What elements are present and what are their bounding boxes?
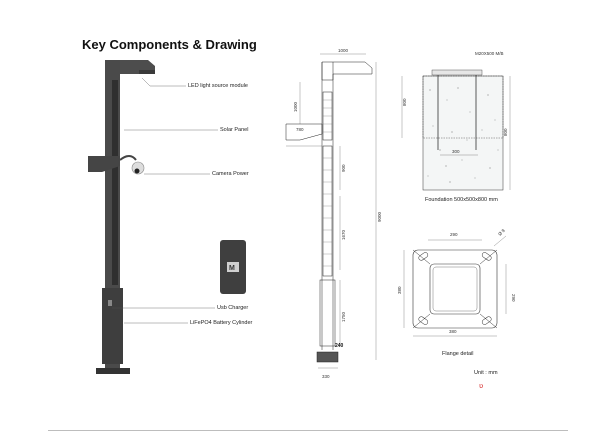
dim-total-height: 9000 (377, 211, 382, 222)
elev-dim-lines (286, 53, 377, 369)
foundation-drawing (401, 69, 511, 191)
dim-panel-lower: 1670 (341, 229, 346, 240)
foundation-depth2: 800 (503, 128, 508, 136)
usb-port (108, 300, 112, 306)
foundation-upper (422, 75, 504, 139)
page-title: Key Components & Drawing (82, 37, 257, 52)
callout-line-led (141, 77, 186, 87)
flange-right: 290 (511, 294, 516, 302)
flange-inner (429, 263, 481, 315)
flange-top: 290 (450, 232, 458, 237)
callout-usb: Usb Charger (217, 305, 249, 311)
flange-drawing (403, 235, 507, 337)
camera-bracket (88, 156, 120, 172)
camera-arm (119, 155, 137, 161)
concrete-speckles (427, 87, 499, 183)
base-plate (96, 368, 130, 374)
elev-top-arm (321, 61, 373, 81)
foundation-bolt-label: M20X500 M/B (475, 51, 504, 56)
unit-label: Unit : mm (474, 370, 498, 376)
red-mark: ʋ (479, 382, 484, 390)
elev-base-plate (316, 351, 339, 363)
foundation-width: 300 (452, 149, 460, 154)
elev-panel-lower (322, 145, 333, 277)
flange-dim-lines (403, 235, 507, 337)
callout-battery: LiFePO4 Battery Cylinder (190, 320, 253, 326)
solar-panel-strip (112, 80, 118, 285)
dim-base-width-b: 330 (322, 374, 330, 379)
controller-box: M (220, 240, 246, 294)
flange-outer (412, 249, 498, 329)
dim-base-width-a: 240 (335, 343, 344, 349)
foundation-depth: 800 (402, 98, 407, 106)
flange-hole: Ø 8 (497, 228, 506, 237)
flange-inner2 (432, 266, 478, 312)
flange-left: 380 (397, 286, 402, 294)
elev-panel-grid (323, 99, 332, 267)
footer-divider (48, 430, 568, 431)
callout-solar: Solar Panel (220, 127, 249, 133)
pole-base (102, 288, 123, 364)
elevation-drawing (285, 61, 373, 363)
dim-panel-upper: 900 (341, 164, 346, 172)
led-module (139, 70, 155, 74)
camera-lens (134, 168, 140, 174)
foundation-flange (431, 69, 483, 76)
svg-text:M: M (229, 265, 235, 272)
controller-logo (227, 262, 239, 272)
flange-ribs (412, 249, 498, 329)
pole-render (88, 60, 218, 374)
flange-slots (418, 252, 492, 325)
dim-top-width: 1000 (338, 48, 349, 53)
callout-camera: Camera Power (212, 171, 249, 177)
callout-led: LED light source module (188, 83, 248, 89)
elev-side-arm (285, 123, 323, 141)
elev-base (319, 279, 336, 347)
dim-arm-drop: 1000 (293, 101, 298, 112)
dim-base-height: 1750 (341, 311, 346, 322)
foundation-caption: Foundation 500x500x800 mm (425, 197, 498, 203)
dim-arm-width: 780 (296, 127, 304, 132)
flange-caption: Flange detail (442, 351, 474, 357)
flange-bottom: 380 (449, 329, 457, 334)
foundation-block (422, 75, 504, 191)
